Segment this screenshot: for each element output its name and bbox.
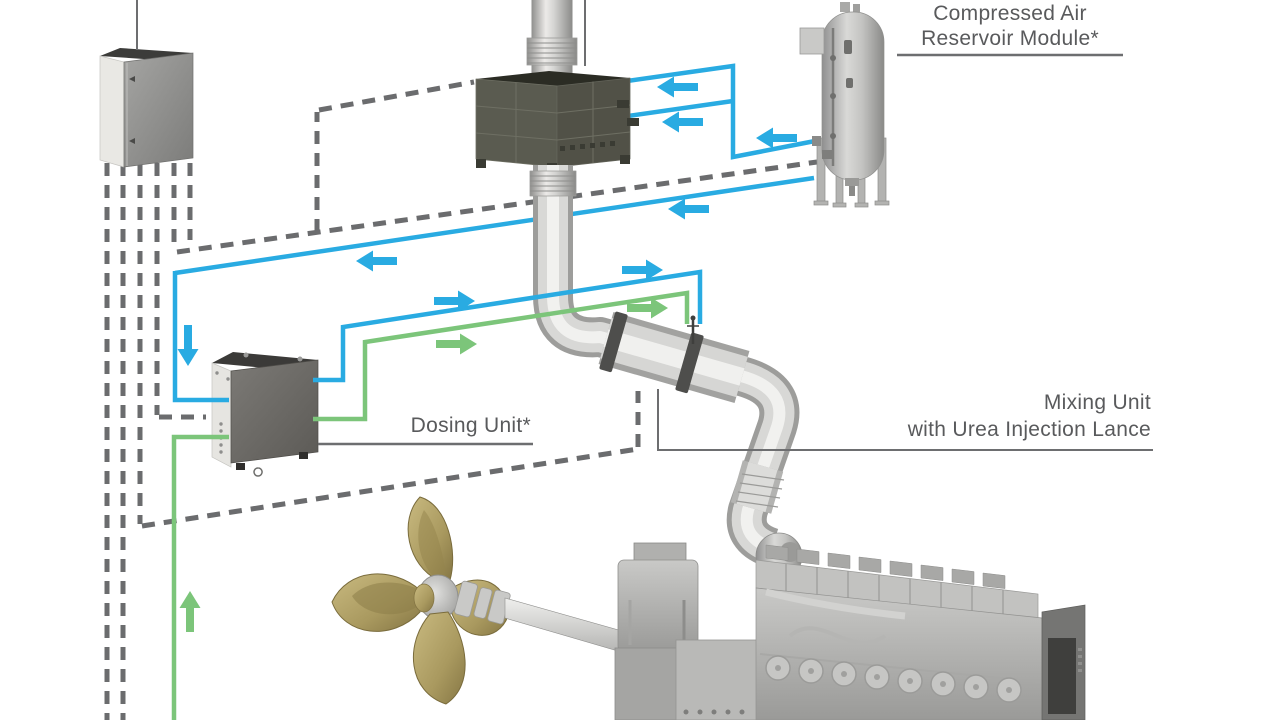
control-cabinet bbox=[99, 48, 194, 168]
urea-line-dosing-to-lance bbox=[313, 290, 690, 422]
cable-to-reservoir bbox=[171, 159, 818, 255]
leader-lines bbox=[136, 0, 1153, 451]
exhaust-stack-pipe bbox=[526, 0, 578, 78]
compressed-air-reservoir-label: Compressed Air Reservoir Module* bbox=[887, 1, 1133, 51]
main-engine bbox=[614, 532, 1086, 720]
cable-to-mixing-unit bbox=[137, 163, 641, 529]
control-cable-lines bbox=[104, 79, 818, 720]
air-line-drop-to-dosing bbox=[172, 271, 229, 403]
reservoir-label-line1: Compressed Air bbox=[933, 2, 1087, 25]
air-flow-arrow-down bbox=[177, 325, 199, 366]
urea-lines bbox=[171, 290, 690, 720]
cable-to-scr-reactor bbox=[314, 79, 475, 232]
compressed-air-reservoir-vessel bbox=[799, 2, 890, 208]
mixing-label-leader bbox=[657, 389, 1153, 451]
shaft-couplings bbox=[454, 580, 511, 625]
air-line-dosing-to-lance bbox=[313, 269, 703, 383]
compressed-air-lines-rear bbox=[174, 63, 816, 276]
propeller-hub bbox=[413, 574, 459, 620]
urea-flow-arrow-right bbox=[436, 333, 477, 355]
mixing-unit-label: Mixing Unit with Urea Injection Lance bbox=[820, 389, 1151, 443]
air-line-reservoir-to-scr bbox=[626, 63, 816, 160]
scr-reactor-unit bbox=[475, 71, 639, 172]
urea-supply-line bbox=[171, 434, 229, 720]
urea-injection-lance bbox=[687, 315, 699, 344]
air-line-reservoir-to-dosing bbox=[174, 175, 815, 276]
air-flow-arrow-left bbox=[356, 250, 397, 272]
air-flow-arrow-left bbox=[657, 76, 698, 98]
compressed-air-lines-front bbox=[172, 269, 703, 403]
air-flow-arrow-left bbox=[662, 111, 703, 133]
propeller-blade-bottom bbox=[412, 611, 466, 705]
urea-flow-arrow-up bbox=[179, 591, 201, 632]
air-line-scr-branch bbox=[627, 98, 734, 119]
dosing-unit-label: Dosing Unit* bbox=[410, 414, 531, 437]
cable-to-dosing-unit bbox=[154, 163, 206, 420]
mixing-label-line1: Mixing Unit bbox=[1043, 391, 1151, 414]
dosing-unit bbox=[211, 352, 319, 477]
mixing-label-line2: with Urea Injection Lance bbox=[907, 418, 1151, 441]
air-flow-arrow-left bbox=[668, 198, 709, 220]
reservoir-label-line2: Reservoir Module* bbox=[921, 27, 1099, 50]
mixing-unit-pipe bbox=[598, 311, 750, 403]
exhaust-pipe-run bbox=[529, 165, 800, 568]
